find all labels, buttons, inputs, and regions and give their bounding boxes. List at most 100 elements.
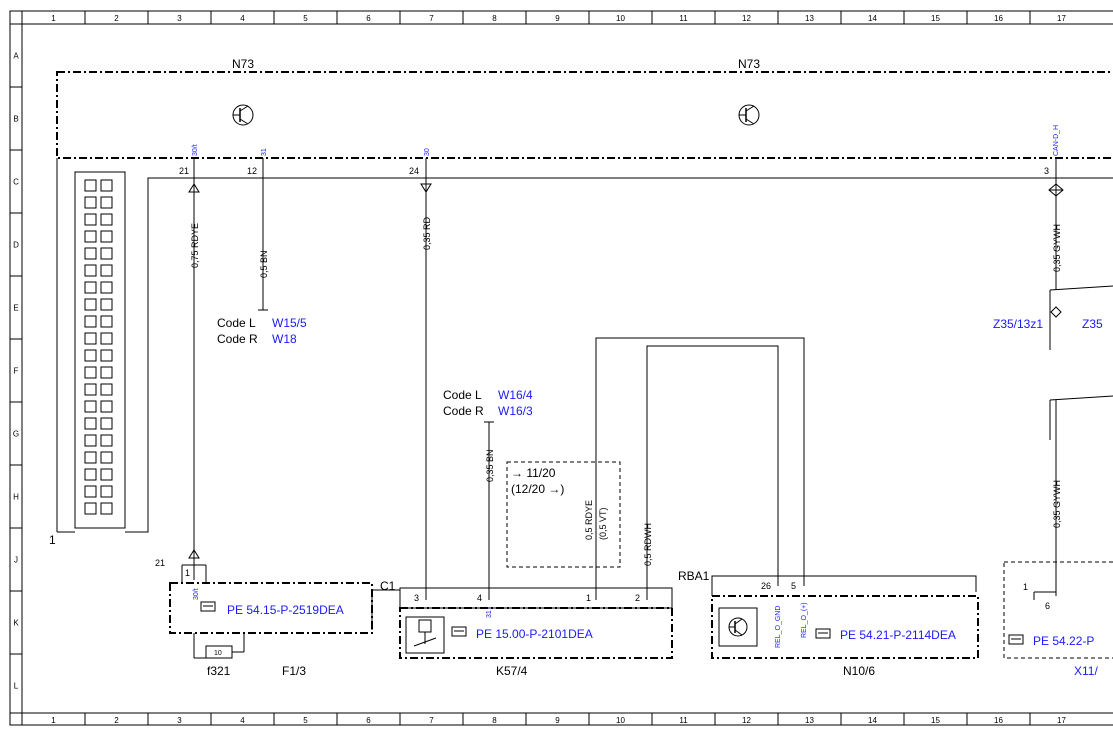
- connector-pin-cell: [100, 366, 113, 379]
- code-l-ref[interactable]: W15/5: [272, 316, 307, 330]
- fuse-ref-f321: f321: [207, 664, 231, 678]
- k-pin-4: 4: [477, 593, 482, 603]
- grid-column-label: 17: [1057, 14, 1066, 23]
- f-pin-21: 21: [155, 558, 165, 568]
- grid-column-label: 9: [555, 14, 560, 23]
- code-l-label: Code L: [217, 316, 256, 330]
- hand-pointer-icon: [815, 628, 831, 639]
- connector-pin-cell: [100, 196, 113, 209]
- grid-column-label: 5: [303, 716, 308, 725]
- grid-row-label: G: [13, 430, 19, 439]
- splice-ref-z35-13z1[interactable]: Z35/13z1: [993, 317, 1043, 331]
- k-pin-1: 1: [586, 593, 591, 603]
- transistor-icon: [232, 104, 254, 126]
- hand-pointer-icon: [1008, 634, 1024, 645]
- connector-pin-cell: [84, 400, 97, 413]
- grid-row-label: A: [13, 52, 19, 61]
- grid-column-label: 10: [616, 716, 625, 725]
- connector-pin-cell: [84, 281, 97, 294]
- connector-pin-cell: [100, 264, 113, 277]
- grid-row-label: J: [14, 556, 18, 565]
- can-connector-icon: [1048, 183, 1064, 197]
- grid-column-label: 3: [177, 716, 182, 725]
- wire-label-rdye-2: 0,5 RDYE: [584, 500, 594, 540]
- code-r-ref-2[interactable]: W16/3: [498, 404, 533, 418]
- variant-note-2: (12/20 →): [511, 482, 564, 496]
- connector-arrow-icon: [188, 183, 200, 193]
- connector-pin-cell: [100, 468, 113, 481]
- connector-pin-cell: [84, 434, 97, 447]
- grid-column-label: 7: [429, 716, 434, 725]
- connector-housing: [74, 171, 126, 529]
- grid-row-label: E: [13, 304, 18, 313]
- variant-note-1: → 11/20: [511, 466, 556, 480]
- wire-label-vt: (0,5 VT): [598, 507, 608, 540]
- connector-pin-cell: [84, 247, 97, 260]
- n73-label-left: N73: [232, 57, 254, 71]
- connector-pin-cell: [100, 434, 113, 447]
- grid-column-label: 17: [1057, 716, 1066, 725]
- grid-row-label: K: [13, 619, 19, 628]
- code-r-ref[interactable]: W18: [272, 332, 297, 346]
- code-r-label: Code R: [217, 332, 258, 346]
- grid-column-label: 14: [868, 14, 877, 23]
- pin-number-24: 24: [409, 166, 419, 176]
- code-l-ref-2[interactable]: W16/4: [498, 388, 533, 402]
- connector-pin-cell: [84, 179, 97, 192]
- connector-pin-cell: [84, 451, 97, 464]
- rba1-strip: [711, 575, 977, 596]
- connector-pin-cell: [100, 247, 113, 260]
- pe-ref-54-22[interactable]: PE 54.22-P: [1033, 634, 1094, 648]
- grid-row-label: H: [13, 493, 19, 502]
- grid-column-label: 2: [114, 716, 119, 725]
- grid-row-label: C: [13, 178, 19, 187]
- grid-column-label: 15: [931, 716, 940, 725]
- grid-column-label: 1: [51, 716, 56, 725]
- connector-pin-cell: [84, 468, 97, 481]
- hand-pointer-icon: [451, 626, 467, 637]
- connector-pin-cell: [84, 298, 97, 311]
- pe-ref-15-00[interactable]: PE 15.00-P-2101DEA: [476, 627, 593, 641]
- relay-icon: [405, 616, 445, 654]
- n106-module-box: [711, 595, 979, 659]
- splice-branch-top: [1049, 285, 1113, 291]
- wire-label-rdye: 0,75 RDYE: [190, 223, 200, 268]
- wire-label-bn-2: 0,35 BN: [485, 449, 495, 482]
- k574-connector-strip: [399, 587, 673, 609]
- grid-column-label: 5: [303, 14, 308, 23]
- connector-pin-cell: [84, 366, 97, 379]
- connector-pin-cell: [84, 417, 97, 430]
- grid-row-label: L: [14, 682, 19, 691]
- grid-column-label: 11: [679, 14, 688, 23]
- grid-column-label: 9: [555, 716, 560, 725]
- splice-ref-z35[interactable]: Z35: [1082, 317, 1103, 331]
- pin-label-30: 30: [424, 148, 431, 156]
- grid-column-label: 4: [240, 716, 245, 725]
- grid-column-label: 6: [366, 716, 371, 725]
- f-pin-1: 1: [185, 568, 190, 578]
- pe-ref-54-21[interactable]: PE 54.21-P-2114DEA: [840, 628, 956, 642]
- grid-column-label: 4: [240, 14, 245, 23]
- connector-pin-cell: [100, 179, 113, 192]
- n73-label-right: N73: [738, 57, 760, 71]
- grid-row-label: B: [13, 115, 18, 124]
- rba1-label: RBA1: [678, 569, 710, 583]
- pe-ref-54-15[interactable]: PE 54.15-P-2519DEA: [227, 603, 344, 617]
- k-pin-2: 2: [635, 593, 640, 603]
- grid-column-label: 2: [114, 14, 119, 23]
- grid-column-label: 12: [742, 716, 751, 725]
- connector-pin-cell: [100, 383, 113, 396]
- connector-pin-cell: [100, 332, 113, 345]
- module-ref-x11[interactable]: X11/: [1074, 664, 1098, 678]
- connector-pin-cell: [100, 230, 113, 243]
- code-r-label-2: Code R: [443, 404, 484, 418]
- connector-pin-cell: [84, 230, 97, 243]
- x-pin-1: 1: [1023, 582, 1028, 592]
- splice-branch-bottom: [1049, 395, 1113, 401]
- connector-pin-cell: [100, 281, 113, 294]
- connector-pin-cell: [100, 451, 113, 464]
- connector-pin-cell: [84, 502, 97, 515]
- pin-number-3: 3: [1044, 166, 1049, 176]
- wire-label-rdwh: 0,5 RDWH: [643, 523, 653, 566]
